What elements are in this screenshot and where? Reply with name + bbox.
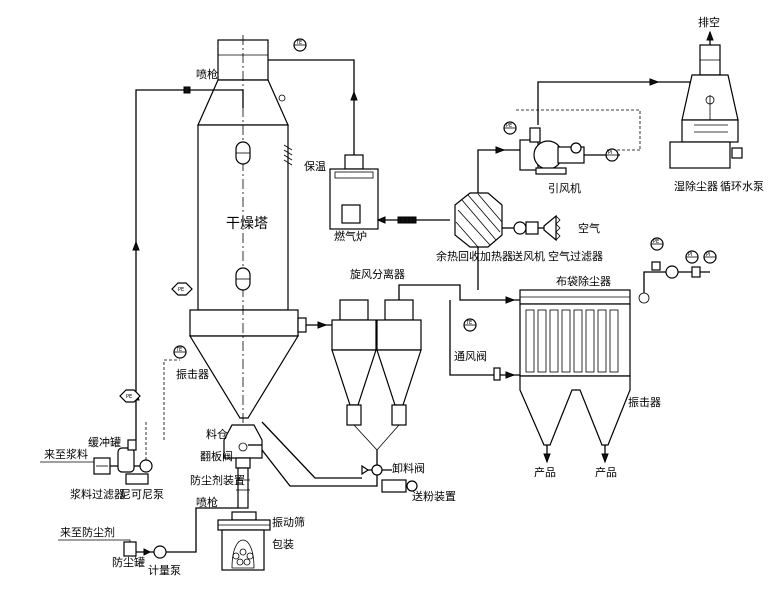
svg-text:PE: PE xyxy=(506,123,512,129)
heat-recovery-heater xyxy=(454,192,503,248)
svg-text:PI: PI xyxy=(608,150,613,156)
svg-text:TE: TE xyxy=(465,320,472,326)
air-filter xyxy=(538,214,561,242)
cyclone-to-bag-line xyxy=(398,284,520,301)
anti-dust-in-line xyxy=(58,539,131,552)
silo-label: 料仓 xyxy=(206,427,228,441)
vent-valve-label: 通风阀 xyxy=(454,349,487,363)
product-1-label: 产品 xyxy=(534,465,556,479)
instrument-te-cyclone: TE xyxy=(463,318,477,332)
vibrator-bag-label: 振击器 xyxy=(628,395,661,409)
svg-text:TE: TE xyxy=(295,40,302,46)
instrument-pe-tower: PE xyxy=(171,282,193,296)
id-fan xyxy=(519,127,585,175)
nikuni-pump xyxy=(110,459,153,485)
exchanger-to-fan-line xyxy=(477,149,520,193)
gas-furnace xyxy=(268,59,450,230)
spray-gun-bottom-label: 喷枪 xyxy=(196,495,218,509)
instrument-pe-bag: PE xyxy=(650,237,664,251)
instrument-te-top: TE xyxy=(293,38,307,52)
svg-text:TE: TE xyxy=(175,347,182,353)
slurry-filter xyxy=(93,457,111,475)
discharge-valve xyxy=(361,464,392,476)
product-2-label: 产品 xyxy=(595,465,617,479)
anti-dust-in-label: 来至防尘剂 xyxy=(60,525,115,539)
svg-text:PI: PI xyxy=(688,252,693,258)
instrument-pe-fan: PE xyxy=(503,121,517,135)
bag-filter-label: 布袋除尘器 xyxy=(556,274,611,288)
instrument-pe-left: PE xyxy=(119,389,141,403)
metering-pump-label: 计量泵 xyxy=(148,564,181,577)
wet-scrubber xyxy=(669,44,743,169)
cyclone-collector xyxy=(353,424,400,451)
packing-station xyxy=(221,529,265,571)
drying-tower-label: 干燥塔 xyxy=(226,216,268,232)
powder-feeder-label: 送粉装置 xyxy=(412,489,456,503)
anti-dust-device xyxy=(236,467,250,509)
furnace-label: 燃气炉 xyxy=(334,229,367,243)
vibrator-tower-label: 振击器 xyxy=(176,367,209,381)
wet-scrubber-label: 湿除尘器 xyxy=(674,179,718,193)
cone-instrument-line xyxy=(163,359,180,440)
heat-recovery-label: 余热回收加热器 xyxy=(436,249,513,263)
svg-text:PI: PI xyxy=(706,252,711,258)
svg-text:PE: PE xyxy=(653,239,659,245)
buffer-tank xyxy=(117,439,137,473)
metering-pump xyxy=(136,507,238,559)
fan-control-line xyxy=(516,109,641,150)
air-filter-label: 空气过滤器 xyxy=(548,249,603,263)
sight-glass-lower xyxy=(235,267,251,291)
slurry-filter-label: 浆料过滤器 xyxy=(70,487,125,501)
supply-fan xyxy=(502,221,539,235)
discharge-valve-label: 卸料阀 xyxy=(392,461,425,475)
svg-text:PE: PE xyxy=(178,287,184,293)
cyclone-separator-right xyxy=(376,299,422,426)
instrument-te-cone: TE xyxy=(173,345,187,359)
anti-dust-device-label: 防尘剂装置 xyxy=(190,473,245,487)
cyclone-separator-left xyxy=(331,299,377,426)
anti-dust-tank xyxy=(123,541,137,557)
slurry-in-label: 来至浆料 xyxy=(44,447,88,461)
powder-feeder xyxy=(381,479,418,493)
flap-valve-label: 翻板阀 xyxy=(200,449,233,463)
packing-label: 包装 xyxy=(272,538,294,551)
insulation-label: 保温 xyxy=(304,159,326,173)
vibrating-screen xyxy=(217,511,271,531)
feeder-return-line xyxy=(261,449,378,487)
cyclone-label: 旋风分离器 xyxy=(350,267,405,281)
compressed-air-line xyxy=(643,261,710,293)
insulation-hatch xyxy=(283,144,293,166)
bag-filter xyxy=(519,289,650,446)
nikuni-pump-label: 尼可尼泵 xyxy=(120,488,164,501)
supply-fan-label: 送风机 xyxy=(512,249,545,263)
vibrating-screen-label: 振动筛 xyxy=(272,515,305,529)
spray-gun-top-label: 喷枪 xyxy=(196,67,218,81)
svg-text:PE: PE xyxy=(126,394,132,400)
exhaust-label: 排空 xyxy=(698,15,720,29)
instrument-pi-bag-mid: PI xyxy=(685,250,699,264)
anti-dust-tank-label: 防尘罐 xyxy=(112,555,145,569)
id-fan-label: 引风机 xyxy=(548,181,581,195)
sight-glass-upper xyxy=(235,141,251,165)
air-label: 空气 xyxy=(578,221,600,235)
instrument-pi-bag-right: PI xyxy=(703,250,717,264)
buffer-tank-label: 缓冲罐 xyxy=(88,435,121,449)
circulating-pump-label: 循环水泵 xyxy=(720,180,764,193)
instrument-scrubber: PI xyxy=(605,148,619,162)
